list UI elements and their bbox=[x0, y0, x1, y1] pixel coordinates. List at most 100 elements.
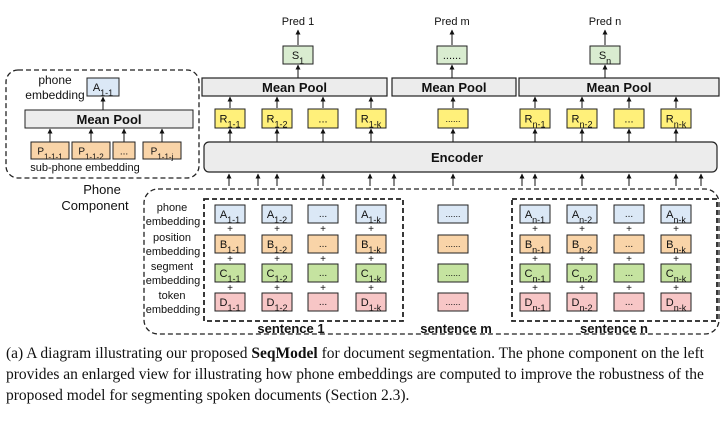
dots-label: ... bbox=[625, 209, 633, 220]
label-subscript: 1-1 bbox=[227, 215, 240, 225]
sentence-output-box bbox=[436, 45, 468, 65]
embedding-box bbox=[307, 204, 339, 224]
embedding-label: B1-k bbox=[361, 239, 381, 255]
label-subscript: n-k bbox=[674, 303, 687, 313]
embedding-label: B1-1 bbox=[220, 239, 240, 255]
row-label-top: segment bbox=[151, 261, 193, 273]
plus-sign: + bbox=[368, 254, 374, 265]
embedding-label: embedding bbox=[25, 88, 84, 102]
plus-sign: + bbox=[579, 283, 585, 294]
plus-sign: + bbox=[227, 283, 233, 294]
embedding-box bbox=[566, 234, 598, 254]
embedding-box bbox=[261, 204, 293, 224]
embedding-label: C1-k bbox=[361, 268, 382, 284]
label-base: C bbox=[666, 268, 674, 280]
subphone-box bbox=[30, 141, 70, 160]
embedding-label: D1-2 bbox=[267, 297, 288, 313]
label-base: A bbox=[220, 209, 228, 221]
embedding-label: An-k bbox=[666, 209, 686, 225]
subphone-box bbox=[71, 141, 111, 160]
label-subscript: 1-k bbox=[369, 120, 382, 130]
dots-label: ... bbox=[625, 268, 633, 279]
row-label-top: position bbox=[153, 232, 191, 244]
plus-sign: + bbox=[673, 283, 679, 294]
plus-sign: + bbox=[320, 283, 326, 294]
embedding-label: Cn-k bbox=[666, 268, 687, 284]
label-subscript: n-2 bbox=[579, 215, 592, 225]
label-subscript: 1 bbox=[299, 56, 304, 66]
label-subscript: 1-2 bbox=[274, 120, 287, 130]
embedding-box bbox=[660, 292, 692, 312]
label-base: S bbox=[599, 50, 606, 62]
phone-component-label-1: Phone bbox=[83, 182, 121, 197]
label-subscript: 1-k bbox=[368, 245, 381, 255]
label-base: B bbox=[361, 239, 368, 251]
token-representation-box bbox=[566, 108, 598, 129]
label-base: D bbox=[525, 297, 533, 309]
subphone-box bbox=[112, 141, 136, 160]
token-representation-box bbox=[660, 108, 692, 129]
embedding-box bbox=[519, 292, 551, 312]
row-label-bottom: embedding bbox=[146, 216, 200, 228]
label-base: B bbox=[525, 239, 532, 251]
embedding-box bbox=[660, 234, 692, 254]
label-base: D bbox=[220, 297, 228, 309]
sentence-output-box bbox=[282, 45, 314, 65]
plus-sign: + bbox=[532, 224, 538, 235]
plus-sign: + bbox=[673, 254, 679, 265]
mean-pool-box bbox=[391, 77, 517, 97]
embedding-box bbox=[214, 263, 246, 283]
embedding-box bbox=[261, 263, 293, 283]
plus-sign: + bbox=[320, 254, 326, 265]
encoder-label: Encoder bbox=[431, 150, 483, 165]
dots-label: ... bbox=[319, 239, 327, 250]
label-base: A bbox=[666, 209, 674, 221]
label-base: A bbox=[267, 209, 275, 221]
embedding-box bbox=[660, 204, 692, 224]
dots-label: ... bbox=[625, 239, 633, 250]
sentence-n-frame bbox=[511, 198, 718, 322]
label-subscript: n bbox=[606, 56, 611, 66]
token-representation-label: R1-2 bbox=[267, 114, 288, 130]
dots-label: ...... bbox=[445, 209, 460, 219]
subphone-box bbox=[142, 141, 182, 160]
phone-mean-pool-label: Mean Pool bbox=[76, 112, 141, 127]
label-base: R bbox=[666, 114, 674, 126]
token-representation-label: Rn-k bbox=[666, 114, 687, 130]
embedding-box bbox=[519, 204, 551, 224]
plus-sign: + bbox=[320, 224, 326, 235]
embedding-label: Bn-2 bbox=[572, 239, 592, 255]
caption-model-name: SeqModel bbox=[251, 345, 318, 362]
embedding-box bbox=[355, 204, 387, 224]
plus-sign: + bbox=[626, 254, 632, 265]
embedding-label: A1-1 bbox=[220, 209, 240, 225]
plus-sign: + bbox=[532, 254, 538, 265]
token-representation-box bbox=[214, 108, 246, 129]
mean-pool-box bbox=[201, 77, 388, 97]
label-base: S bbox=[292, 50, 299, 62]
token-representation-box bbox=[307, 108, 339, 129]
token-representation-box-m bbox=[437, 108, 469, 129]
embedding-box bbox=[307, 292, 339, 312]
mean-pool-label: Mean Pool bbox=[586, 80, 651, 95]
subphone-label: P1-1-2 bbox=[78, 147, 104, 162]
embedding-box bbox=[613, 204, 645, 224]
embedding-box-m bbox=[437, 292, 469, 312]
label-subscript: n-k bbox=[674, 274, 687, 284]
embedding-box bbox=[214, 204, 246, 224]
embedding-box bbox=[214, 292, 246, 312]
label-base: R bbox=[572, 114, 580, 126]
phone-mean-pool-box bbox=[24, 109, 194, 129]
embedding-box-m bbox=[437, 263, 469, 283]
label-subscript: 1-k bbox=[368, 215, 381, 225]
label-base: ... bbox=[318, 114, 327, 126]
embedding-box bbox=[307, 234, 339, 254]
embedding-box bbox=[214, 234, 246, 254]
embedding-box bbox=[566, 263, 598, 283]
token-representation-box bbox=[519, 108, 551, 129]
embedding-box bbox=[519, 263, 551, 283]
plus-sign: + bbox=[579, 224, 585, 235]
label-base: ... bbox=[120, 147, 128, 158]
label-base: B bbox=[572, 239, 579, 251]
